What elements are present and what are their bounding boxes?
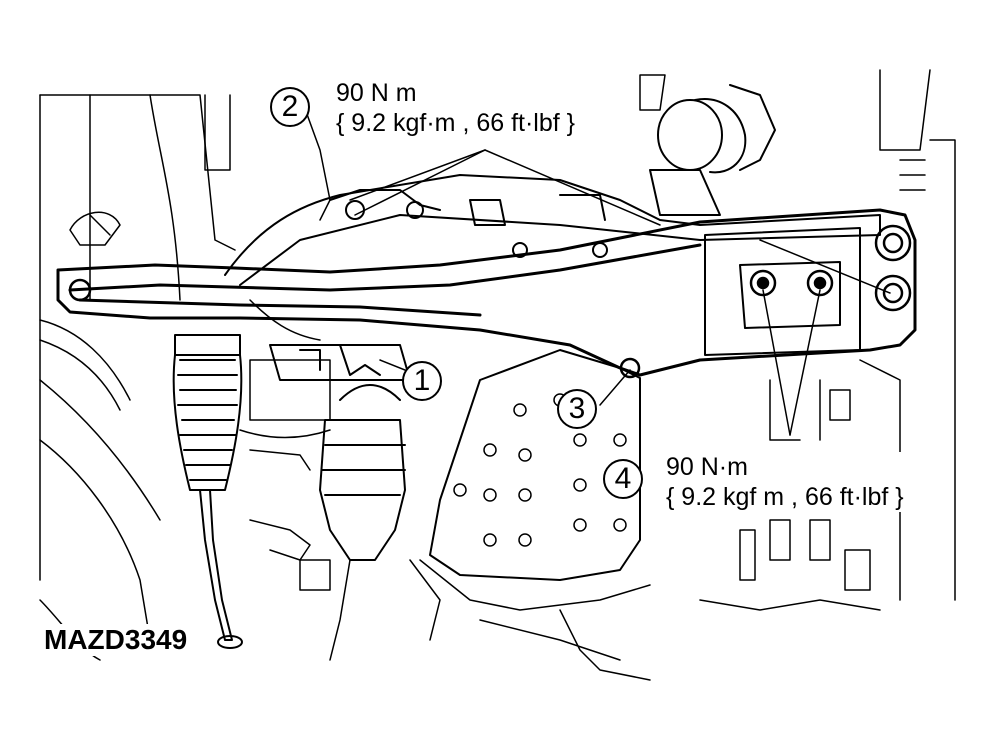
callout-3: 3 — [557, 389, 597, 429]
callout-4: 4 — [603, 459, 643, 499]
oil-filter — [649, 84, 776, 216]
background-linework — [39, 69, 956, 681]
bolt-right-lower — [874, 274, 912, 312]
bolt-bracket-left — [749, 269, 777, 297]
torque-right-spec: { 9.2 kgf m , 66 ft·lbf } — [666, 483, 904, 511]
torque-top-value: 90 N m — [336, 79, 417, 107]
bolt-right-upper — [874, 224, 912, 262]
crossmember-bolts — [68, 224, 912, 379]
callout-2: 2 — [270, 87, 310, 127]
torque-spec-top: 90 N m { 9.2 kgf·m , 66 ft·lbf } — [332, 78, 580, 138]
bolt-left — [68, 278, 92, 302]
leader-lines — [349, 149, 891, 436]
transmission-housing — [224, 174, 881, 381]
rubber-mount — [319, 384, 406, 561]
shift-lever-boot — [172, 334, 243, 649]
mount-plate — [429, 349, 641, 581]
bolt-bracket-right — [806, 269, 834, 297]
torque-top-spec: { 9.2 kgf·m , 66 ft·lbf } — [336, 109, 576, 137]
figure-code: MAZD3349 — [40, 624, 192, 656]
wiring — [39, 211, 331, 561]
torque-spec-right: 90 N·m { 9.2 kgf m , 66 ft·lbf } — [662, 452, 908, 512]
crossmember — [56, 208, 917, 377]
plate-holes — [453, 393, 627, 547]
torque-right-value: 90 N·m — [666, 453, 748, 481]
callout-1: 1 — [402, 361, 442, 401]
